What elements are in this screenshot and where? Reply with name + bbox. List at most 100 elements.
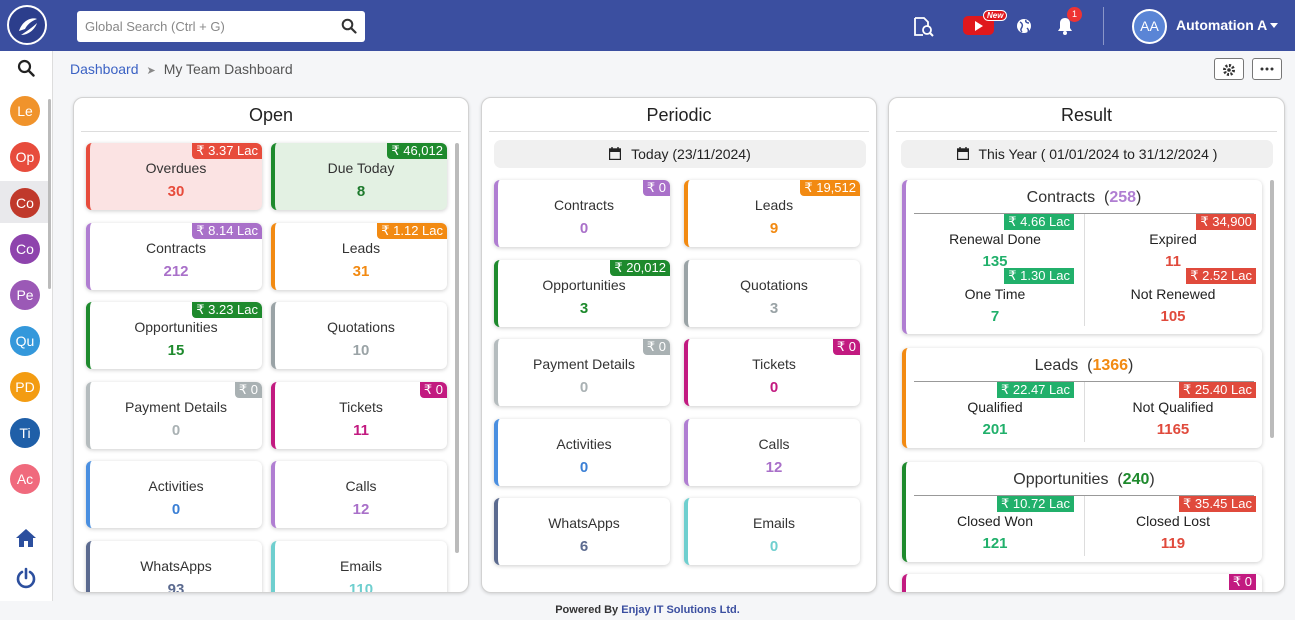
settings-button[interactable] xyxy=(1214,58,1244,80)
periodic-card-label: WhatsApps xyxy=(548,515,620,531)
open-panel-scrollbar[interactable] xyxy=(455,143,459,553)
one-time-badge: ₹ 1.30 Lac xyxy=(1004,268,1074,284)
periodic-date-filter[interactable]: Today (23/11/2024) xyxy=(494,140,866,168)
not-renewed-value: 105 xyxy=(1160,308,1186,325)
open-card-value: 11 xyxy=(353,421,369,439)
open-card-value: 12 xyxy=(352,501,370,518)
periodic-card-value: 3 xyxy=(579,299,589,317)
periodic-card-label: Payment Details xyxy=(533,356,635,372)
global-search-input[interactable] xyxy=(77,11,332,42)
result-contracts-count: 258 xyxy=(1109,189,1137,206)
sidebar-module-5[interactable]: Qu xyxy=(10,326,40,356)
result-next-card[interactable]: ₹ 0 xyxy=(902,574,1262,592)
bell-icon[interactable] xyxy=(1057,17,1073,35)
search-icon[interactable] xyxy=(341,18,357,34)
app-logo[interactable] xyxy=(7,5,47,45)
periodic-card-value: 6 xyxy=(579,538,589,555)
user-name[interactable]: Automation A xyxy=(1176,17,1268,33)
sidebar-search-icon[interactable] xyxy=(17,59,35,77)
footer-company-link[interactable]: Enjay IT Solutions Ltd. xyxy=(621,604,740,616)
open-card-label: Due Today xyxy=(327,160,395,176)
not-qualified-badge: ₹ 25.40 Lac xyxy=(1179,382,1256,398)
periodic-card-label: Quotations xyxy=(740,276,808,293)
sidebar-scrollbar[interactable] xyxy=(48,99,51,289)
page-title: My Team Dashboard xyxy=(163,61,293,77)
sidebar-module-4[interactable]: Pe xyxy=(10,280,40,310)
more-options-button[interactable] xyxy=(1252,58,1282,80)
periodic-card-value: 0 xyxy=(769,379,779,396)
user-menu-caret-icon[interactable] xyxy=(1270,23,1278,28)
periodic-card-amount-badge: ₹ 0 xyxy=(642,180,670,196)
result-panel-title: Result xyxy=(896,98,1277,132)
closed-lost-label: Closed Lost xyxy=(1136,513,1210,529)
sidebar-module-0[interactable]: Le xyxy=(10,96,40,126)
breadcrumb-separator-icon: ➤ xyxy=(146,65,156,77)
result-date-filter[interactable]: This Year ( 01/01/2024 to 31/12/2024 ) xyxy=(901,140,1273,168)
sidebar-module-3[interactable]: Co xyxy=(10,234,40,264)
result-opportunities-label: Opportunities xyxy=(1013,471,1109,488)
periodic-panel-title: Periodic xyxy=(489,98,869,132)
document-search-icon[interactable] xyxy=(913,17,935,37)
sidebar-module-7[interactable]: Ti xyxy=(10,418,40,448)
breadcrumb-dashboard-link[interactable]: Dashboard xyxy=(70,61,139,77)
not-renewed-stat[interactable]: Not Renewed 105 xyxy=(1084,286,1262,325)
sidebar-module-6[interactable]: PD xyxy=(10,372,40,402)
periodic-card-label: Leads xyxy=(754,197,794,213)
globe-icon[interactable] xyxy=(1016,18,1032,34)
sidebar-module-2[interactable]: Co xyxy=(10,188,40,218)
open-card-label: Emails xyxy=(339,557,382,574)
sidebar-module-1[interactable]: Op xyxy=(10,142,40,172)
user-avatar[interactable]: AA xyxy=(1132,9,1167,44)
open-card-amount-badge: ₹ 8.14 Lac xyxy=(192,222,262,239)
open-card-amount-badge: ₹ 1.12 Lac xyxy=(377,222,447,239)
renewal-done-label: Renewal Done xyxy=(949,231,1041,247)
result-panel-scrollbar[interactable] xyxy=(1270,180,1274,438)
closed-won-label: Closed Won xyxy=(956,513,1033,529)
renewal-done-badge: ₹ 4.66 Lac xyxy=(1004,214,1074,230)
top-bar: New 1 AA Automation A xyxy=(0,0,1295,51)
result-leads-label: Leads xyxy=(1034,357,1079,374)
notification-count-badge: 1 xyxy=(1067,7,1082,22)
periodic-card-whatsapps[interactable]: WhatsApps 6 xyxy=(494,498,670,565)
result-opportunities-card[interactable]: Opportunities (240) ₹ 10.72 Lac Closed W… xyxy=(902,462,1262,562)
periodic-date-label: Today xyxy=(631,146,669,162)
home-icon[interactable] xyxy=(15,528,37,548)
result-next-badge: ₹ 0 xyxy=(1228,574,1256,590)
sidebar-module-8[interactable]: Ac xyxy=(10,464,40,494)
open-card-label: Contracts xyxy=(146,239,206,256)
power-icon[interactable] xyxy=(15,567,37,589)
not-renewed-label: Not Renewed xyxy=(1130,286,1216,302)
open-card-label: Tickets xyxy=(339,398,383,415)
